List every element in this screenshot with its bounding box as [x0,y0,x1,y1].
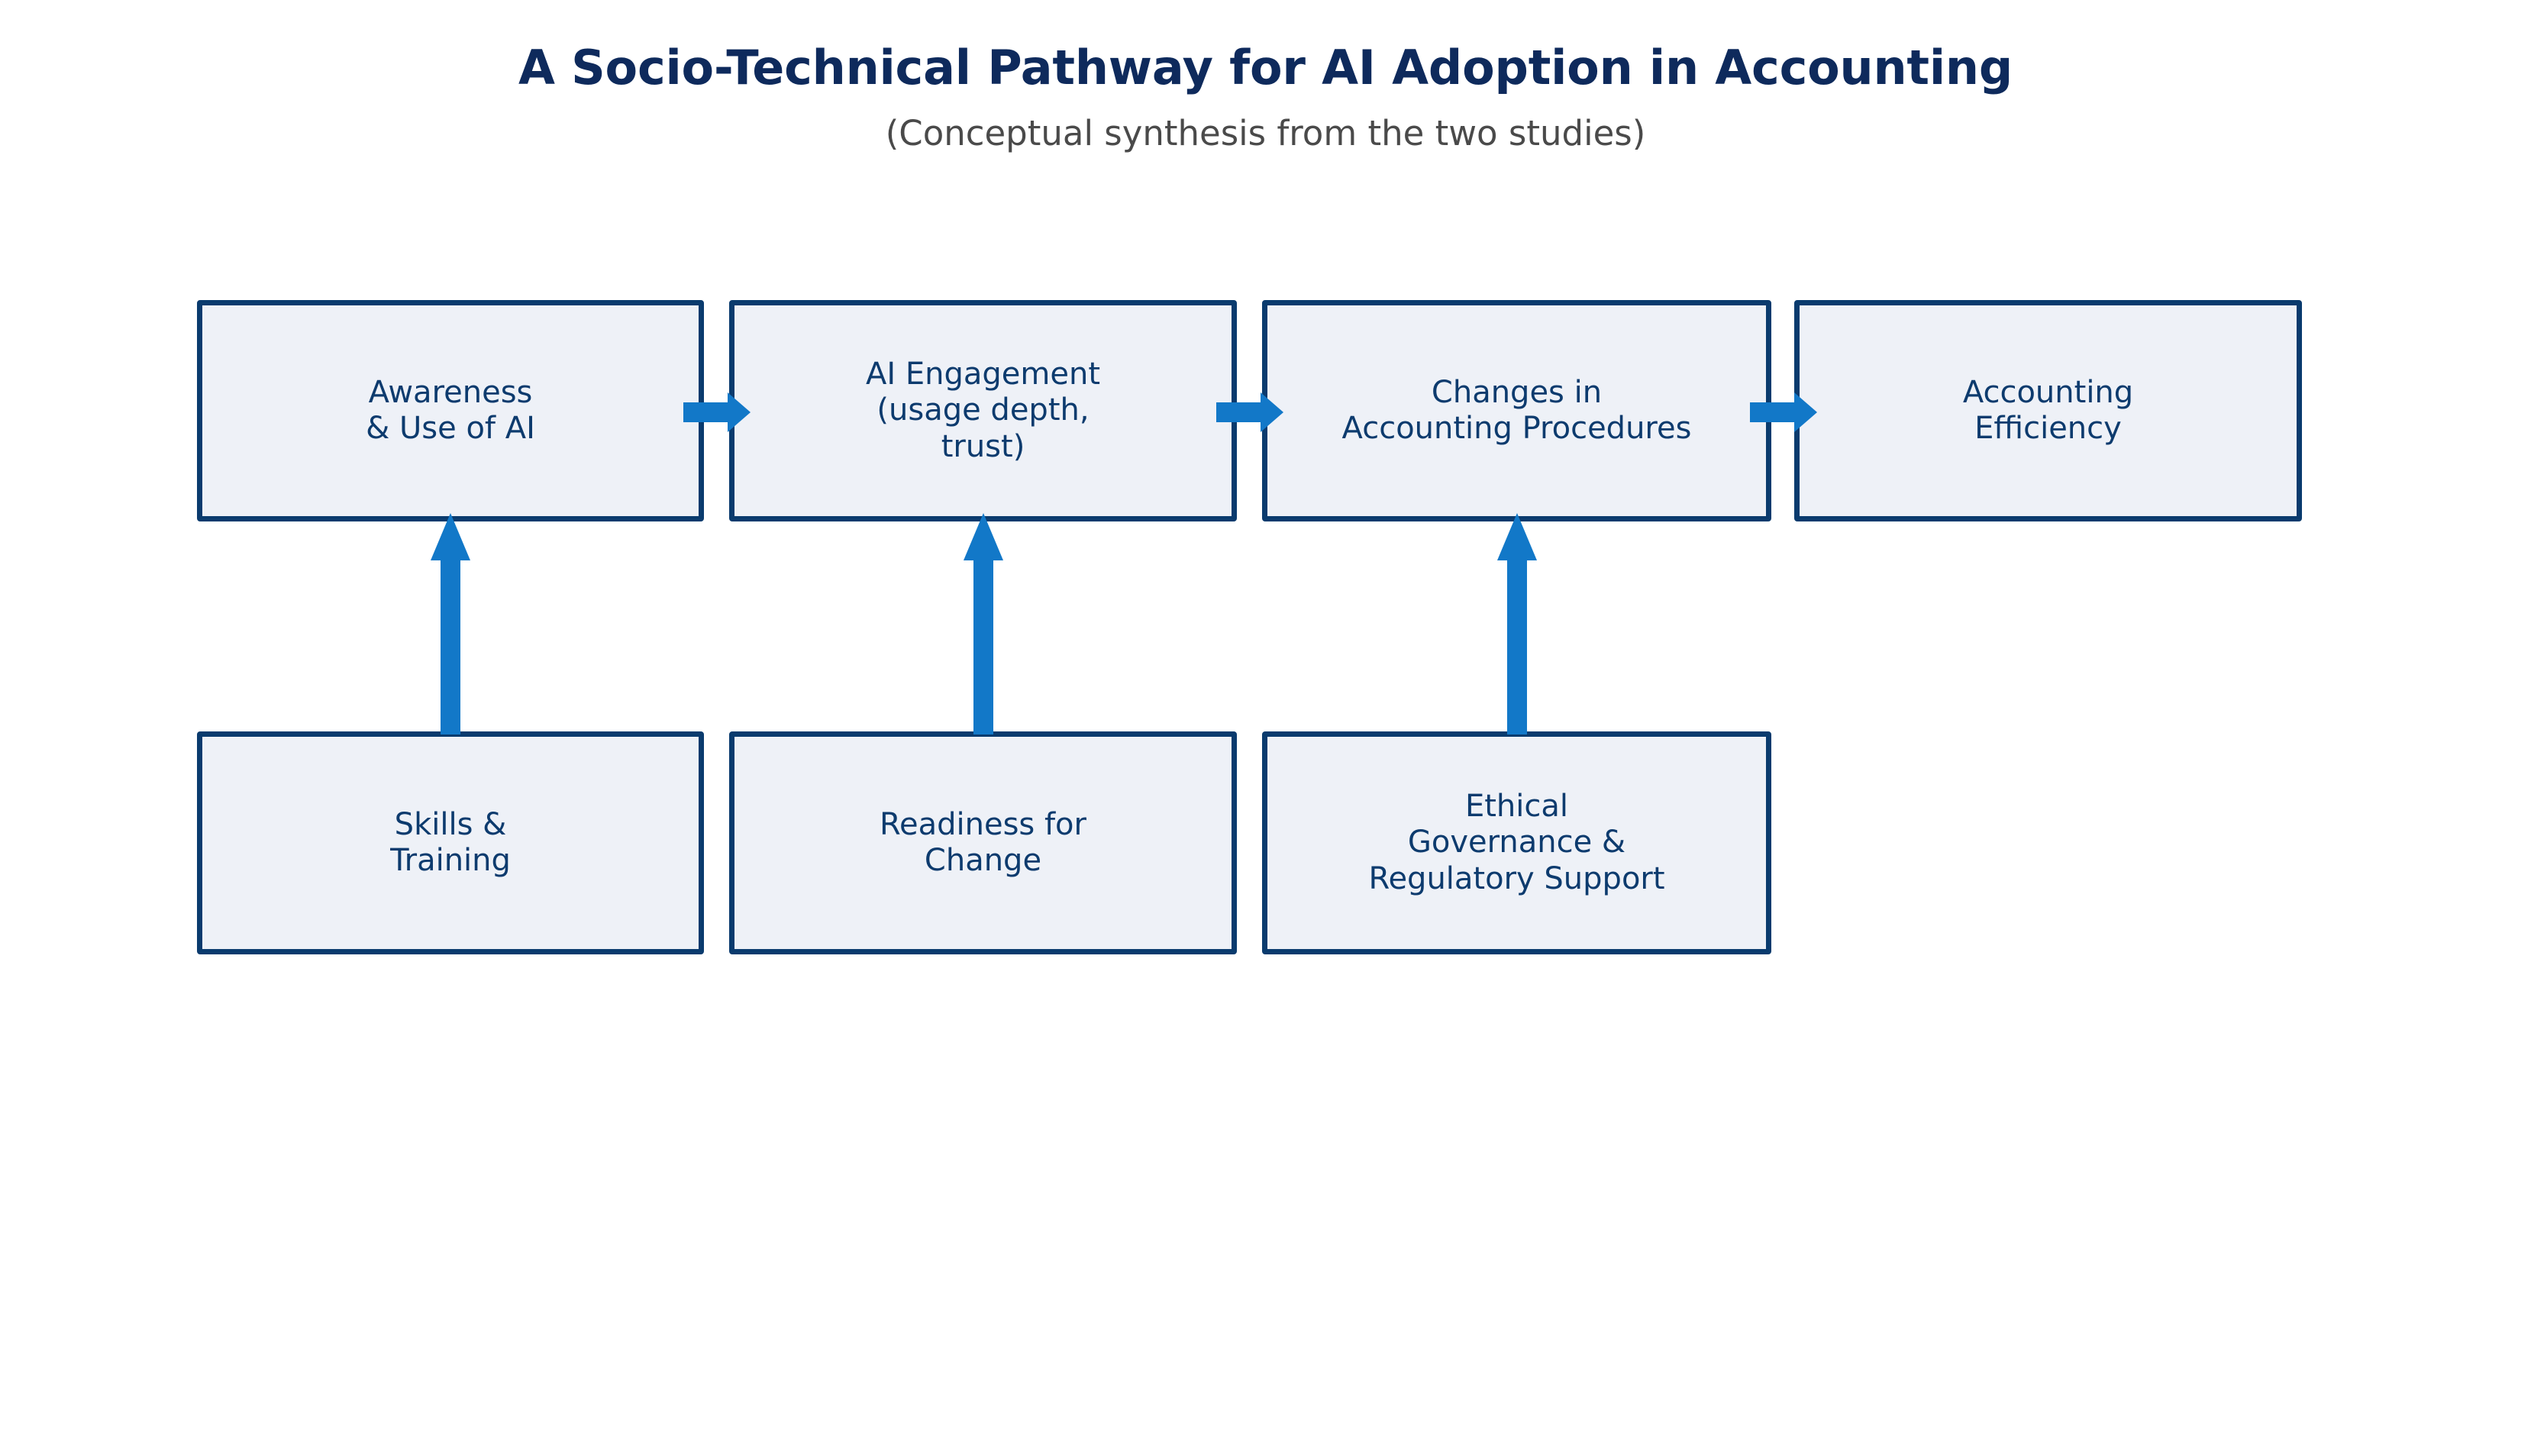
arrow-head-icon [1261,392,1283,432]
node-readiness-for-change[interactable]: Readiness for Change [729,731,1237,954]
node-awareness-use-of-ai[interactable]: Awareness & Use of AI [197,300,704,521]
node-skills-training[interactable]: Skills & Training [197,731,704,954]
arrow-head-icon [964,513,1003,560]
node-label: Readiness for Change [880,806,1086,878]
arrow-shaft [1750,402,1796,422]
arrow-head-icon [1497,513,1537,560]
arrow-readiness-to-engagement [964,513,1003,734]
node-accounting-efficiency[interactable]: Accounting Efficiency [1794,300,2302,521]
node-label: AI Engagement (usage depth, trust) [865,357,1100,464]
node-label: Ethical Governance & Regulatory Support [1368,789,1665,896]
arrow-shaft [441,553,460,734]
page-title: A Socio-Technical Pathway for AI Adoptio… [518,40,2013,95]
node-changes-in-accounting-procedures[interactable]: Changes in Accounting Procedures [1262,300,1771,521]
arrow-governance-to-procedures [1497,513,1537,734]
node-ethical-governance-regulatory-support[interactable]: Ethical Governance & Regulatory Support [1262,731,1771,954]
arrow-head-icon [728,392,751,432]
node-label: Accounting Efficiency [1962,374,2134,446]
arrow-shaft [973,553,993,734]
page-subtitle: (Conceptual synthesis from the two studi… [885,113,1646,153]
arrow-shaft [1216,402,1262,422]
node-label: Skills & Training [390,806,511,878]
arrow-engagement-to-procedures [1216,392,1285,432]
arrow-head-icon [431,513,470,560]
node-label: Awareness & Use of AI [366,374,535,446]
arrow-procedures-to-efficiency [1750,392,1819,432]
arrow-shaft [683,402,729,422]
arrow-skills-to-awareness [431,513,470,734]
arrow-shaft [1507,553,1527,734]
arrow-awareness-to-engagement [683,392,752,432]
arrow-head-icon [1794,392,1817,432]
node-ai-engagement[interactable]: AI Engagement (usage depth, trust) [729,300,1237,521]
node-label: Changes in Accounting Procedures [1341,374,1692,446]
